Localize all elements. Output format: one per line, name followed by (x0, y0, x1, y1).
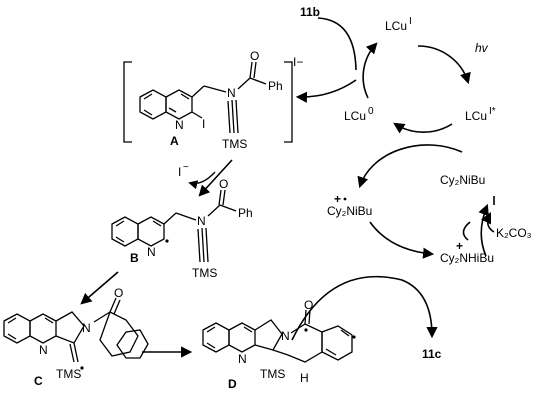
C-radical-dot (80, 366, 84, 370)
product-11c: 11c (422, 347, 442, 361)
C-amide-N: N (82, 321, 91, 335)
label-D: D (228, 377, 237, 391)
B-oxygen: O (219, 177, 228, 191)
A-tms: TMS (222, 137, 247, 151)
compound-B: N N O Ph TMS B (111, 177, 253, 280)
LCu-0: LCu (344, 109, 366, 123)
A-ring-N: N (175, 118, 184, 132)
D-ring-radical (352, 335, 356, 339)
ammonium-charge: + (456, 239, 463, 253)
C-oxygen: O (114, 286, 123, 300)
A-iodo: I (202, 117, 205, 131)
label-A: A (170, 134, 179, 148)
label-C: C (34, 374, 43, 388)
LCu-I-ox: I (409, 16, 412, 27)
D-amide-N: N (281, 329, 290, 343)
LCu-0-ox: 0 (368, 106, 374, 117)
D-tms: TMS (260, 367, 285, 381)
D-hydrogen: H (300, 371, 309, 385)
amine-cycle: Cy₂NiBu Cy₂NiBu + K₂CO₃ Cy₂NHiBu + 11c (291, 144, 532, 361)
A-phenyl: Ph (268, 79, 283, 93)
LCu-excited: LCu (465, 109, 487, 123)
LCu-I: LCu (385, 19, 407, 33)
ammonium: Cy₂NHiBu (440, 251, 494, 265)
compound-A: I− N I N O Ph TMS A (123, 49, 303, 151)
base-K2CO3: K₂CO₃ (496, 226, 532, 240)
B-tms: TMS (192, 266, 217, 280)
copper-cycle: 11b LCu I hv LCu I* LCu 0 (295, 5, 496, 134)
iodide-charge: − (183, 162, 189, 173)
arrow-B-to-C (80, 271, 119, 305)
complex-charge: I− (293, 55, 303, 69)
iodide-loss: I − (178, 162, 216, 190)
amine-radical-dot (343, 197, 347, 201)
amine-radical-cation: Cy₂NiBu (327, 204, 372, 218)
B-radical-dot (165, 239, 169, 243)
A-amide-N: N (227, 86, 236, 100)
compound-C: N N TMS O C (3, 286, 149, 388)
D-radical-dot (304, 328, 308, 332)
C-ring-N: N (39, 343, 48, 357)
B-amide-N: N (197, 214, 206, 228)
D-ring-N: N (238, 352, 247, 366)
label-B: B (130, 251, 139, 265)
arrow-A-to-B (198, 159, 233, 197)
iodide: I (178, 165, 181, 179)
A-oxygen: O (250, 49, 259, 63)
compound-D: N N O TMS H D (202, 298, 356, 391)
reagent-11b: 11b (300, 5, 320, 19)
hv-label: hv (475, 41, 489, 55)
B-ring-N: N (147, 245, 156, 259)
LCu-excited-ox: I* (489, 106, 496, 117)
B-phenyl: Ph (238, 206, 253, 220)
amine-radical-charge: + (334, 192, 341, 206)
D-oxygen: O (304, 298, 313, 312)
C-tms: TMS (56, 367, 81, 381)
amine: Cy₂NiBu (440, 173, 485, 187)
